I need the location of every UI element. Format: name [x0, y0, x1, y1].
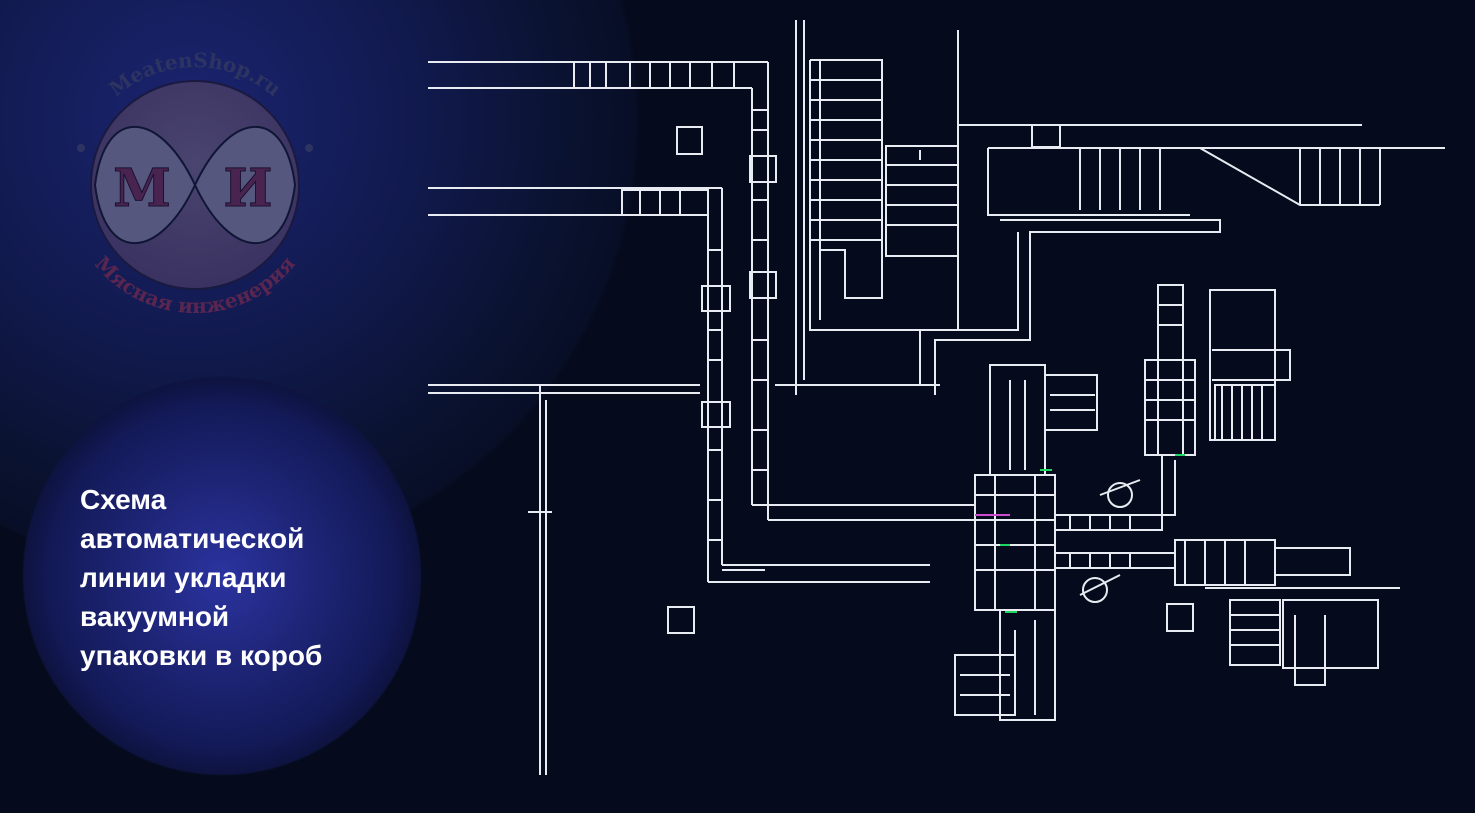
conveyor-lower [428, 384, 975, 775]
storage-area [795, 20, 1445, 395]
title-line: линии укладки [80, 562, 287, 593]
svg-text:М: М [113, 158, 171, 219]
conveyor-middle [428, 187, 930, 583]
title-line: автоматической [80, 523, 305, 554]
slide-title: Схема автоматической линии укладки вакуу… [80, 480, 410, 675]
company-logo: М И MeatenShop.ru Мясная инженерия [77, 48, 313, 318]
title-line: Схема [80, 484, 167, 515]
svg-text:И: И [223, 158, 272, 219]
conveyor-top [428, 61, 777, 520]
title-line: упаковки в короб [80, 640, 323, 671]
packing-cells [954, 284, 1400, 721]
title-line: вакуумной [80, 601, 230, 632]
green-markers [1000, 454, 1185, 613]
column-markers [667, 126, 1194, 634]
